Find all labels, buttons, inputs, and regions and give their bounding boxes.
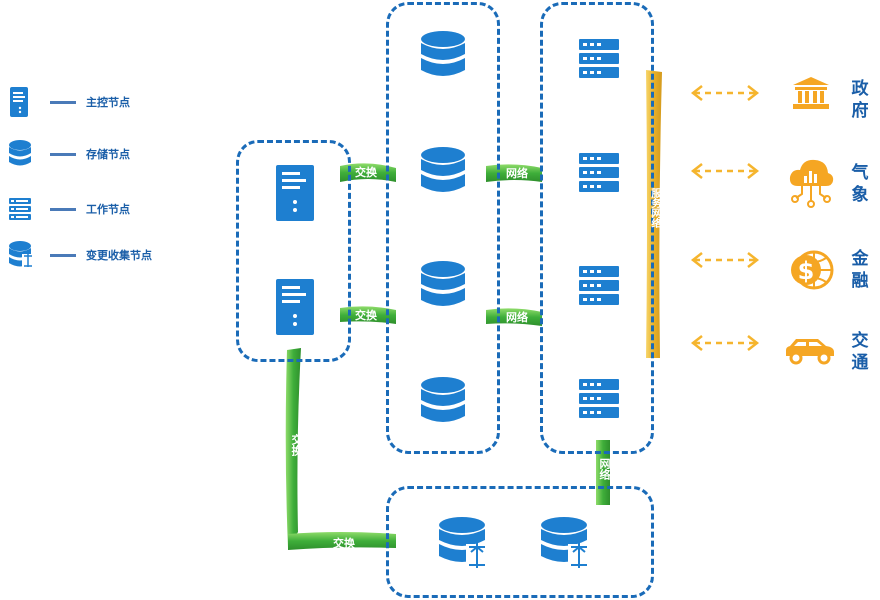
legend-line bbox=[50, 152, 76, 156]
change-collect-group bbox=[386, 486, 654, 598]
change-collect-node-icon bbox=[9, 241, 33, 268]
master-node-icon bbox=[276, 165, 314, 221]
legend-label-worker: 工作节点 bbox=[86, 203, 130, 216]
worker-node-icon bbox=[579, 266, 619, 305]
finance-dollar-icon: $ bbox=[791, 250, 834, 290]
weather-cloud-icon bbox=[789, 159, 834, 208]
worker-node-icon bbox=[579, 39, 619, 78]
bidirectional-arrow-icon bbox=[690, 335, 760, 351]
change-collect-node-icon bbox=[439, 517, 488, 570]
worker-node-icon bbox=[9, 198, 31, 220]
master-node-icon bbox=[10, 87, 28, 117]
network-label-bottom: 网络 bbox=[598, 458, 611, 480]
bidirectional-arrow-icon bbox=[690, 252, 760, 268]
legend-line bbox=[50, 100, 76, 104]
network-label-top: 网络 bbox=[506, 167, 528, 180]
legend-label-change-collect: 变更收集节点 bbox=[86, 249, 152, 262]
change-collect-node-icon bbox=[541, 517, 590, 570]
car-icon bbox=[786, 339, 834, 365]
storage-node-group bbox=[386, 2, 500, 454]
consumer-label-finance: 金融 bbox=[851, 249, 869, 291]
storage-node-icon bbox=[421, 261, 465, 306]
network-label-mid: 网络 bbox=[506, 311, 528, 324]
legend-item-worker: 工作节点 bbox=[8, 193, 130, 225]
master-node-icon bbox=[276, 279, 314, 335]
legend-label-master: 主控节点 bbox=[86, 96, 130, 109]
legend-line bbox=[50, 207, 76, 211]
consumer-label-government: 政府 bbox=[851, 79, 869, 121]
exchange-label-mid: 交换 bbox=[355, 309, 377, 322]
storage-node-icon bbox=[421, 147, 465, 192]
government-building-icon bbox=[793, 77, 829, 109]
legend-line bbox=[50, 253, 76, 257]
storage-node-icon bbox=[9, 140, 31, 166]
exchange-link-bottom bbox=[288, 532, 396, 550]
master-node-group bbox=[236, 140, 351, 362]
worker-node-icon bbox=[579, 153, 619, 192]
exchange-link-top bbox=[340, 163, 396, 182]
exchange-link-mid bbox=[340, 306, 396, 324]
exchange-link-vertical bbox=[285, 348, 301, 548]
bidirectional-arrow-icon bbox=[690, 163, 760, 179]
consumer-label-traffic: 交通 bbox=[851, 331, 869, 373]
bidirectional-arrow-icon bbox=[690, 85, 760, 101]
service-network-pipe bbox=[646, 70, 662, 358]
svg-text:$: $ bbox=[798, 257, 815, 285]
exchange-label-bottom: 交换 bbox=[333, 537, 355, 550]
storage-node-icon bbox=[421, 377, 465, 422]
worker-node-icon bbox=[579, 379, 619, 418]
legend-label-storage: 存储节点 bbox=[86, 148, 130, 161]
worker-node-group bbox=[540, 2, 654, 454]
consumer-label-weather: 气象 bbox=[851, 163, 869, 205]
exchange-label-top: 交换 bbox=[355, 166, 377, 179]
service-network-label: 服务网络 bbox=[649, 188, 660, 228]
network-link-mid bbox=[486, 308, 542, 326]
legend-item-change-collect: 变更收集节点 bbox=[8, 239, 152, 271]
legend-item-storage: 存储节点 bbox=[8, 138, 130, 170]
storage-node-icon bbox=[421, 31, 465, 76]
legend-item-master: 主控节点 bbox=[8, 86, 130, 118]
exchange-label-vertical: 交换 bbox=[290, 434, 303, 456]
network-link-top bbox=[486, 164, 542, 182]
